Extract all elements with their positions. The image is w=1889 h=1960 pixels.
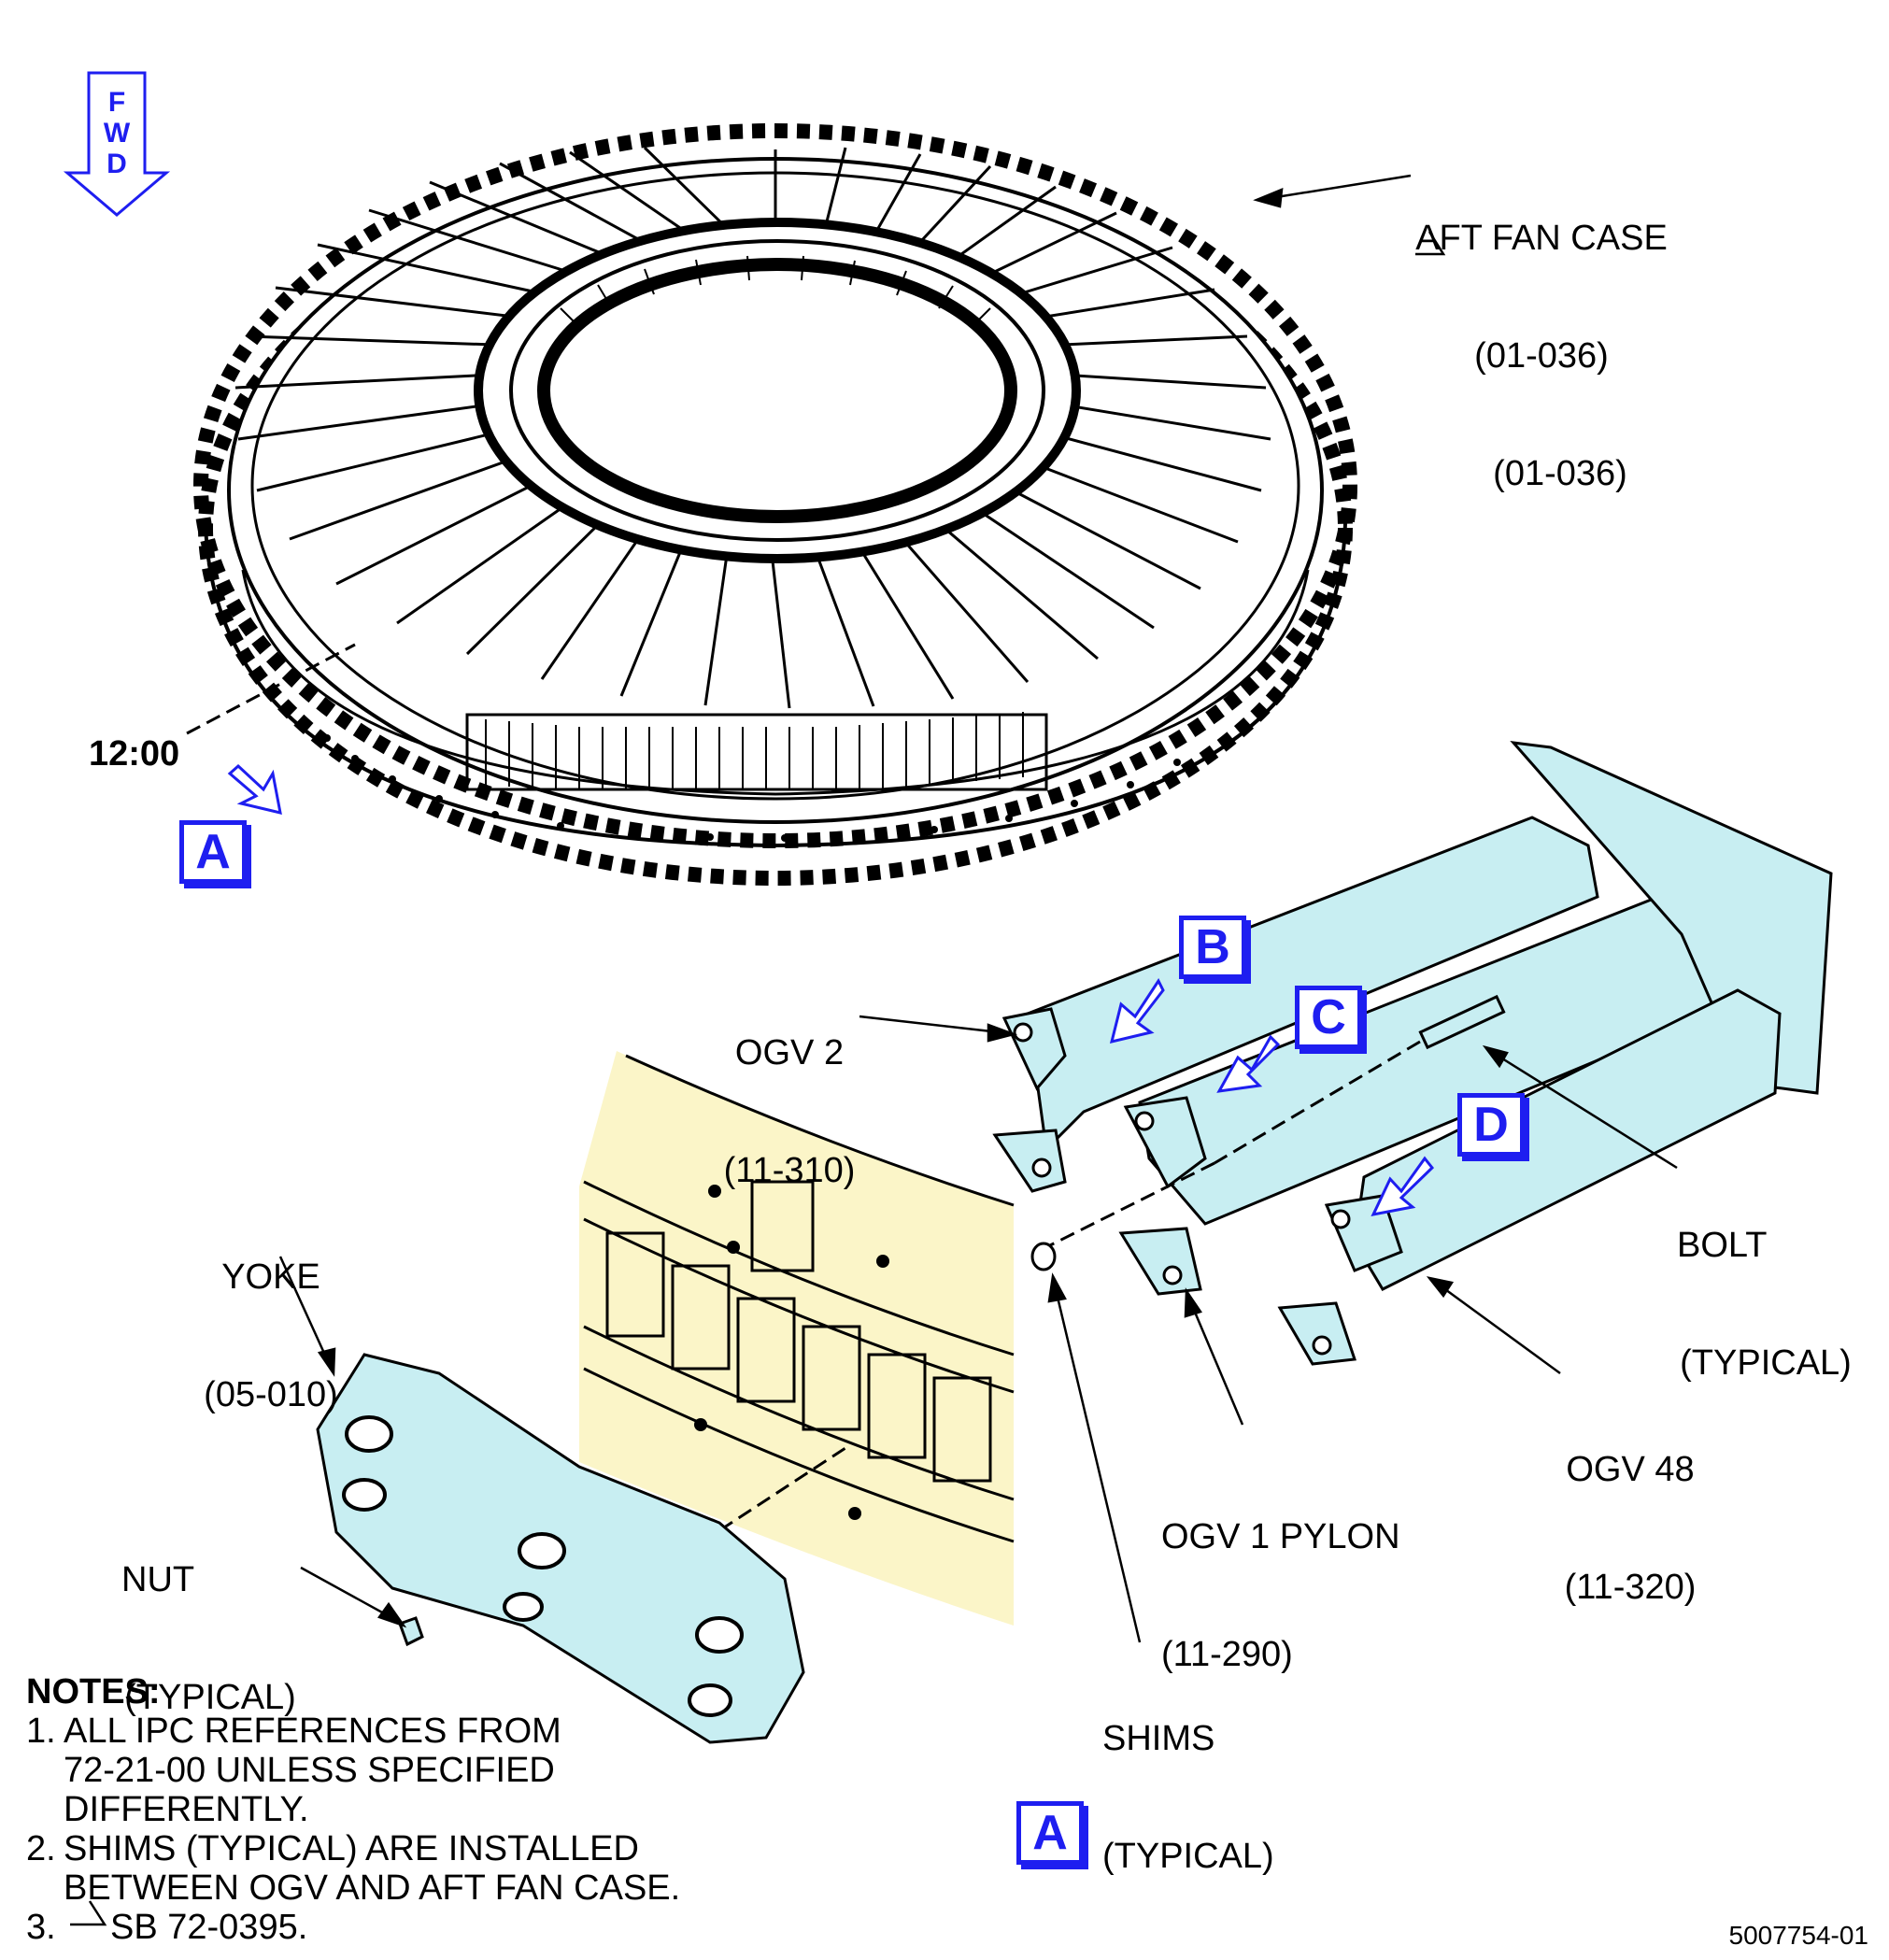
- ogv-48-part: [1277, 988, 1782, 1366]
- ogv1-pylon-ref: (11-290): [1161, 1635, 1293, 1674]
- fwd-arrow-icon: [63, 71, 171, 217]
- view-callout-c[interactable]: C: [1295, 986, 1362, 1049]
- aft-fan-case-panel: [579, 1051, 1015, 1626]
- view-c-arrow-icon: [1216, 1034, 1281, 1093]
- note-number: 3.: [26, 1908, 56, 1947]
- ogv48-ref: (11-320): [1564, 1568, 1697, 1607]
- note-text: ALL IPC REFERENCES FROM 72-21-00 UNLESS …: [64, 1711, 561, 1829]
- fwd-letter-f: F: [107, 87, 126, 118]
- view-callout-a-upper[interactable]: A: [179, 820, 247, 884]
- ogv2-label: OGV 2 (11-310): [715, 955, 864, 1229]
- yoke-name: YOKE: [221, 1257, 320, 1297]
- view-callout-a-lower[interactable]: A: [1016, 1801, 1084, 1865]
- fwd-letter-w: W: [103, 118, 131, 149]
- bolt-ref: (TYPICAL): [1680, 1343, 1852, 1383]
- ogv1-pylon-name: OGV 1 PYLON: [1161, 1517, 1400, 1556]
- position-label: 12:00: [89, 734, 180, 774]
- nut-name: NUT: [121, 1560, 195, 1599]
- document-number: 5007754-01: [1728, 1921, 1868, 1950]
- ogv1-pylon-label: OGV 1 PYLON (11-290): [1161, 1439, 1400, 1713]
- yoke-ref: (05-010): [204, 1375, 338, 1414]
- ogv2-name: OGV 2: [734, 1033, 845, 1072]
- shim-part: [1030, 1242, 1057, 1271]
- leader-lines: [278, 174, 1678, 1643]
- fwd-letter-d: D: [107, 149, 127, 179]
- view-b-arrow-icon: [1109, 978, 1165, 1044]
- aft-fan-case-label: AFT FAN CASE (01-036) (01-036): [1406, 140, 1677, 533]
- bolt-label: BOLT (TYPICAL): [1677, 1147, 1854, 1422]
- view-callout-b[interactable]: B: [1179, 916, 1246, 979]
- note-number: 2.: [26, 1829, 56, 1868]
- annotation-flag-icons: [70, 231, 1446, 1926]
- note-number: 1.: [26, 1711, 56, 1751]
- yoke-label: YOKE (05-010): [201, 1179, 341, 1454]
- nut-part: [398, 1616, 424, 1647]
- ogv2-ref: (11-310): [723, 1151, 856, 1190]
- ogv48-name: OGV 48: [1566, 1450, 1695, 1489]
- aft-fan-case-ring: [186, 123, 1357, 886]
- notes-block: NOTES: 1. ALL IPC REFERENCES FROM 72-21-…: [26, 1672, 680, 1947]
- nut-ref: (TYPICAL): [124, 1678, 296, 1717]
- view-callout-d[interactable]: D: [1457, 1093, 1525, 1157]
- yoke-part: [316, 1353, 805, 1744]
- aft-fan-case-ref: (01-036): [1474, 336, 1609, 376]
- note-item: 2. SHIMS (TYPICAL) ARE INSTALLED BETWEEN…: [26, 1829, 680, 1908]
- note-text: SHIMS (TYPICAL) ARE INSTALLED BETWEEN OG…: [64, 1829, 681, 1908]
- bolt-name: BOLT: [1677, 1226, 1768, 1265]
- ogv-2-part: [992, 816, 1599, 1193]
- shims-name: SHIMS: [1102, 1719, 1215, 1758]
- aft-fan-case-ref-flagged: (01-036): [1493, 454, 1627, 493]
- note-item: 1. ALL IPC REFERENCES FROM 72-21-00 UNLE…: [26, 1711, 680, 1829]
- view-d-arrow-icon: [1371, 1156, 1435, 1217]
- ogv48-label: OGV 48 (11-320): [1560, 1371, 1700, 1646]
- note-item: 3. SB 72-0395.: [26, 1908, 680, 1947]
- note-text: SB 72-0395.: [110, 1908, 308, 1947]
- view-a-arrow-icon: [227, 763, 282, 815]
- shims-label: SHIMS (TYPICAL): [1102, 1640, 1274, 1915]
- shims-ref: (TYPICAL): [1102, 1837, 1274, 1876]
- nut-label: NUT (TYPICAL): [121, 1482, 299, 1756]
- aft-fan-case-name: AFT FAN CASE: [1415, 219, 1668, 258]
- notes-title: NOTES:: [26, 1672, 161, 1711]
